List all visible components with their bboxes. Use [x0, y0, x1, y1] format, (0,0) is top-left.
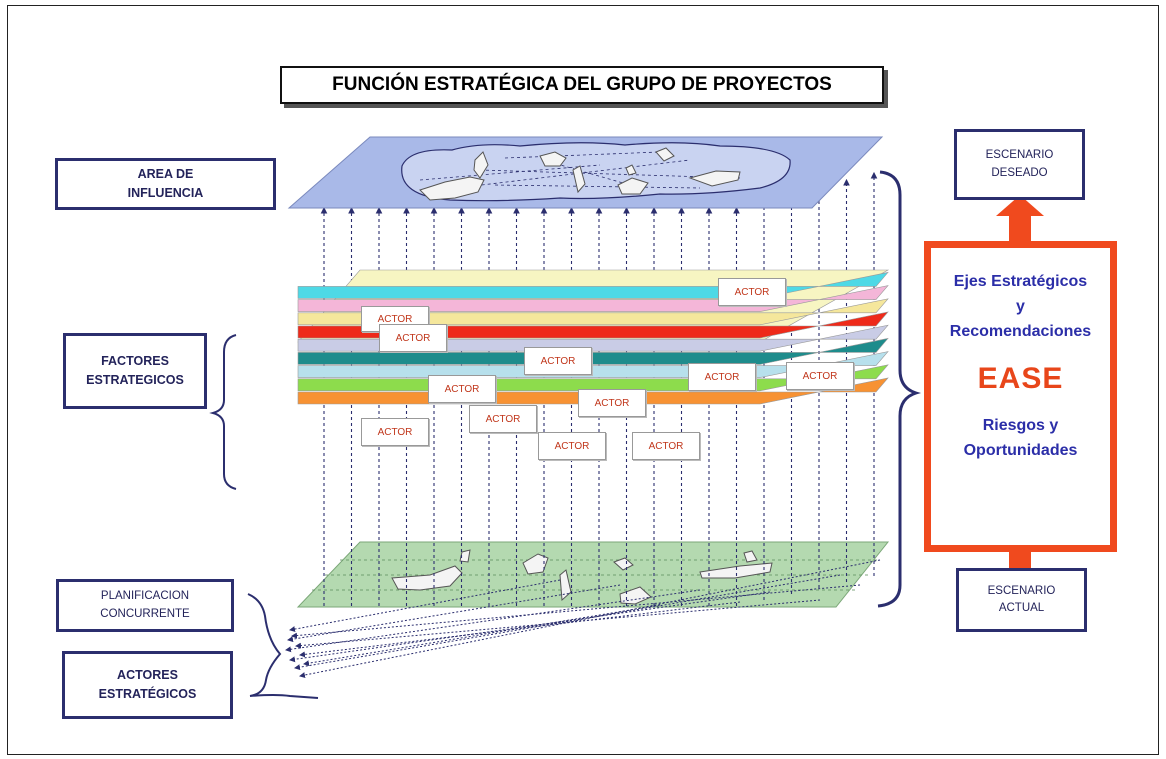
actor-label: ACTOR — [379, 324, 447, 352]
actor-label: ACTOR — [786, 362, 854, 390]
escenario-actual-line2: ACTUAL — [998, 602, 1045, 614]
factores-box: FACTORES ESTRATEGICOS — [63, 333, 207, 409]
up-arrow-top — [996, 195, 1044, 244]
actor-label: ACTOR — [538, 432, 606, 460]
actores-line1: ACTORES — [117, 668, 178, 683]
converging-arrow — [285, 589, 701, 653]
ejes-estrategicos-text: Ejes Estratégicos y Recomendaciones — [950, 270, 1091, 344]
planificacion-line1: PLANIFICACION — [100, 590, 190, 603]
converging-arrow — [294, 574, 841, 671]
escenario-actual-line1: ESCENARIO — [987, 584, 1056, 597]
escenario-deseado-line2: DESEADO — [991, 166, 1048, 179]
actores-line2: ESTRATÉGICOS — [98, 687, 197, 701]
riesgos-line2: Oportunidades — [963, 442, 1078, 460]
actor-label: ACTOR — [524, 347, 592, 375]
converging-arrow — [287, 584, 621, 643]
actor-label: ACTOR — [718, 278, 786, 306]
actor-label: ACTOR — [578, 389, 646, 417]
area-influencia-line2: INFLUENCIA — [127, 186, 204, 200]
factores-line2: ESTRATEGICOS — [86, 373, 184, 387]
ejes-line2: y — [1016, 297, 1025, 315]
right-brace — [877, 170, 922, 608]
actor-label: ACTOR — [632, 432, 700, 460]
converging-arrow — [291, 584, 861, 639]
converging-arrows — [285, 559, 881, 678]
planificacion-line2: CONCURRENTE — [100, 607, 190, 620]
ejes-line3: Recomendaciones — [949, 322, 1092, 340]
actor-label: ACTOR — [428, 375, 496, 403]
escenario-deseado-line1: ESCENARIO — [985, 149, 1054, 162]
escenario-actual-box: ESCENARIO ACTUAL — [956, 568, 1087, 632]
factores-line1: FACTORES — [101, 354, 169, 369]
actores-box: ACTORES ESTRATÉGICOS — [62, 651, 233, 719]
area-influencia-line1: AREA DE — [137, 167, 194, 182]
converging-arrow — [299, 559, 881, 678]
page-title: FUNCIÓN ESTRATÉGICA DEL GRUPO DE PROYECT… — [280, 66, 884, 104]
planificacion-box: PLANIFICACION CONCURRENTE — [56, 579, 234, 632]
actor-label: ACTOR — [469, 405, 537, 433]
actor-label: ACTOR — [688, 363, 756, 391]
converging-arrow — [289, 579, 561, 633]
actor-label: ACTOR — [361, 418, 429, 446]
left-bottom-brace — [247, 593, 319, 699]
ease-title: EASE — [977, 362, 1064, 396]
riesgos-line1: Riesgos y — [982, 417, 1059, 435]
bottom-plane-map — [296, 541, 890, 608]
top-plane-map — [287, 136, 884, 209]
diagram-frame — [7, 5, 1159, 755]
converging-arrow — [303, 604, 661, 667]
ejes-line1: Ejes Estratégicos — [953, 273, 1088, 290]
ease-box: Ejes Estratégicos y Recomendaciones EASE… — [924, 241, 1117, 552]
area-influencia-box: AREA DE INFLUENCIA — [55, 158, 276, 210]
riesgos-text: Riesgos y Oportunidades — [964, 414, 1078, 464]
factor-layer — [297, 298, 889, 326]
converging-arrow — [289, 591, 771, 663]
factor-layer — [297, 337, 889, 365]
escenario-deseado-box: ESCENARIO DESEADO — [954, 129, 1085, 200]
factores-brace — [209, 334, 237, 490]
